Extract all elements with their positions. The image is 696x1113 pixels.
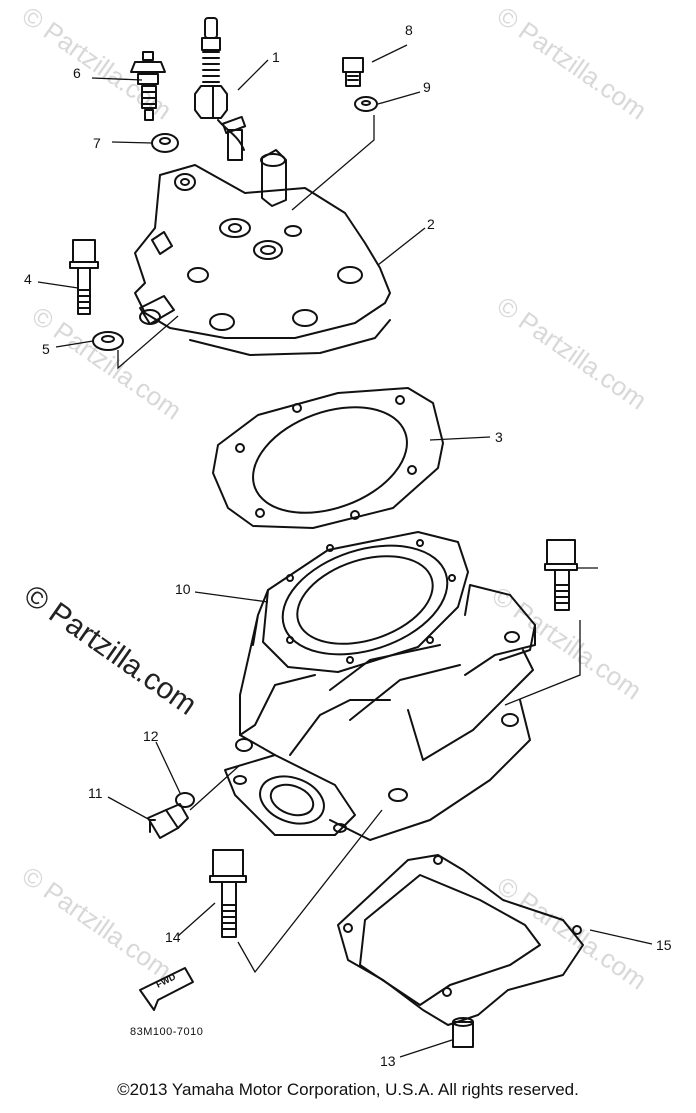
- watermark-lower-left: © Partzilla.com: [17, 860, 178, 985]
- callout-11: 11: [88, 785, 103, 801]
- watermarks: © Partzilla.com © Partzilla.com © Partzi…: [17, 0, 653, 995]
- callout-1: 1: [272, 49, 280, 65]
- callout-6: 6: [73, 65, 81, 81]
- cylinder-part-10: [224, 531, 536, 841]
- callout-14: 14: [165, 929, 181, 945]
- watermark-mid-left: © Partzilla.com: [27, 300, 188, 425]
- callout-5: 5: [42, 341, 50, 357]
- temperature-sensor-part-6: [130, 51, 166, 121]
- callout-10: 10: [175, 581, 191, 597]
- callout-13: 13: [380, 1053, 396, 1069]
- copyright-notice: ©2013 Yamaha Motor Corporation, U.S.A. A…: [117, 1080, 579, 1099]
- washer-part-12: [175, 792, 195, 808]
- diagram-code: 83M100-7010: [130, 1026, 203, 1038]
- callout-8: 8: [405, 22, 413, 38]
- callout-2: 2: [427, 216, 435, 232]
- watermark-mid-right: © Partzilla.com: [492, 290, 653, 415]
- callout-15: 15: [656, 937, 672, 953]
- bolt-part-14: [209, 849, 247, 938]
- head-gasket-part-3: [212, 387, 444, 529]
- washer-part-9: [354, 96, 378, 112]
- watermark-top-right: © Partzilla.com: [492, 0, 653, 125]
- spark-plug-part-1: [194, 17, 247, 161]
- callout-7: 7: [93, 135, 101, 151]
- callout-9: 9: [423, 79, 431, 95]
- forward-arrow-icon: [139, 967, 194, 1011]
- dowel-pin-part-13: [452, 1017, 474, 1048]
- leader-lines: [37, 44, 653, 1058]
- base-gasket-part-15: [337, 854, 584, 1026]
- drain-bolt-part-11: [147, 803, 189, 839]
- callout-3: 3: [495, 429, 503, 445]
- bolt-part-8: [342, 57, 364, 87]
- watermark-prominent: © Partzilla.com: [18, 579, 203, 722]
- cylinder-head-part-2: [134, 149, 391, 356]
- callout-12: 12: [143, 728, 159, 744]
- cylinder-bolt-upper-right: [544, 539, 578, 611]
- bolt-part-4: [69, 239, 99, 315]
- watermark-lower-right: © Partzilla.com: [492, 870, 653, 995]
- callout-4: 4: [24, 271, 32, 287]
